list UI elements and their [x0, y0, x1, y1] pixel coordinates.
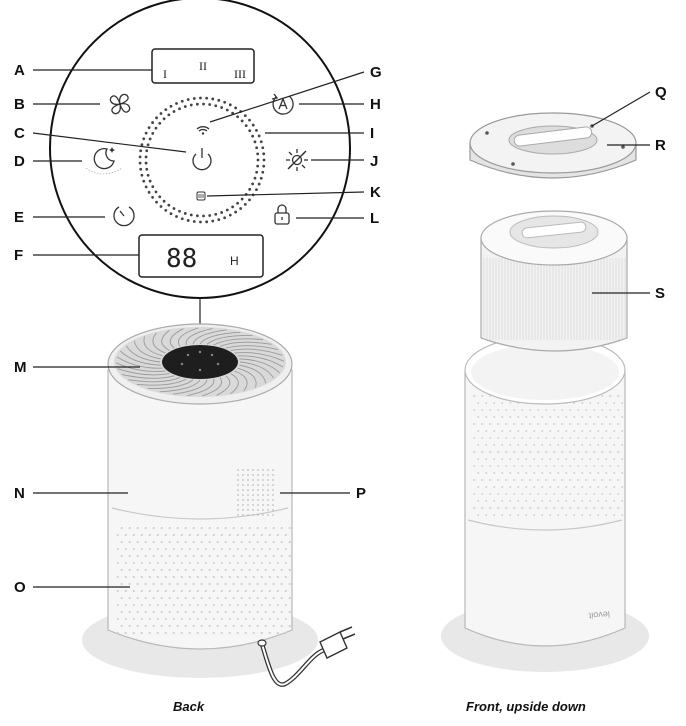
callout-m: M: [14, 359, 27, 376]
display-unit: H: [230, 254, 239, 268]
timer-icon[interactable]: [113, 206, 135, 227]
display-digits: 88: [166, 244, 197, 274]
lower-grille: [116, 526, 291, 635]
callout-l: L: [370, 210, 379, 227]
control-panel-closeup: I II III: [49, 0, 351, 340]
display-screen: 88 H: [138, 234, 264, 278]
callout-b: B: [14, 96, 25, 113]
callout-a: A: [14, 62, 25, 79]
callout-c: C: [14, 125, 25, 142]
light-icon[interactable]: [286, 149, 308, 171]
sleep-moon-icon[interactable]: [85, 147, 123, 175]
callout-s: S: [655, 285, 665, 302]
callout-h: H: [370, 96, 381, 113]
callout-k: K: [370, 184, 381, 201]
top-control-panel: [162, 345, 238, 379]
speed-low-mark: I: [163, 67, 167, 81]
power-icon[interactable]: [192, 148, 212, 171]
callout-e: E: [14, 209, 24, 226]
callout-q: Q: [655, 84, 667, 101]
callout-g: G: [370, 64, 382, 81]
callout-n: N: [14, 485, 25, 502]
front-grille: [473, 395, 624, 516]
callout-leaders: [32, 69, 651, 588]
dotted-ring-indicator: [138, 96, 266, 224]
callout-r: R: [655, 137, 666, 154]
callout-o: O: [14, 579, 26, 596]
callout-f: F: [14, 247, 23, 264]
lock-icon[interactable]: [274, 204, 290, 225]
fan-icon[interactable]: [109, 93, 131, 115]
speed-mid-mark: II: [199, 59, 207, 73]
filter: [480, 210, 628, 352]
callout-letters: A B C D E F M N O G H I J K L P Q R S: [14, 62, 667, 596]
top-air-outlet: [115, 327, 285, 397]
speed-high-mark: III: [234, 67, 246, 81]
callout-p: P: [356, 485, 366, 502]
side-grille: [237, 469, 274, 516]
base-cover: [469, 112, 637, 179]
fan-speed-indicator: I II III: [151, 48, 255, 84]
svg-text:levoit: levoit: [588, 609, 610, 621]
power-cord: [257, 626, 356, 687]
filter-indicator-icon: [196, 191, 206, 201]
callout-d: D: [14, 153, 25, 170]
caption-back: Back: [173, 699, 205, 714]
callout-i: I: [370, 125, 374, 142]
caption-front: Front, upside down: [466, 699, 586, 714]
purifier-back-view: [82, 323, 356, 687]
wifi-icon: [196, 126, 210, 135]
callout-j: J: [370, 153, 378, 170]
auto-mode-icon[interactable]: [271, 93, 294, 115]
purifier-front-upside-down: levoit: [441, 112, 649, 672]
